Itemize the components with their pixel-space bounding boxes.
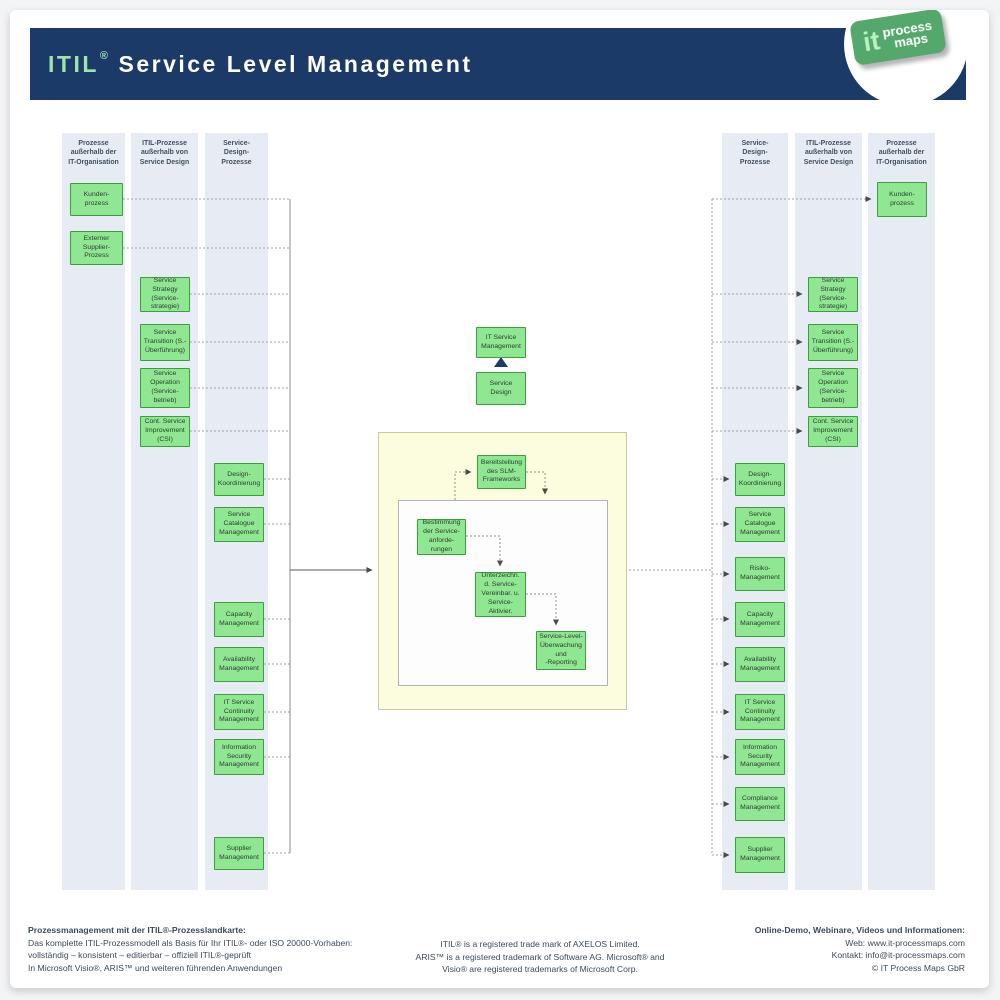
process-box-monitoring-reporting[interactable]: Service-Level- Überwachung und -Reportin… <box>536 631 586 670</box>
process-box-compliance-right[interactable]: Compliance Management <box>735 787 785 821</box>
process-box-infosec-left[interactable]: Information Security Management <box>214 739 264 775</box>
process-box-kundenprozess-right[interactable]: Kunden- prozess <box>877 182 927 217</box>
process-box-supplier-left[interactable]: Supplier Management <box>214 837 264 870</box>
process-box-itscm-right[interactable]: IT Service Continuity Management <box>735 694 785 730</box>
process-box-kundenprozess-left[interactable]: Kunden- prozess <box>70 183 123 216</box>
logo-maps-text: maps <box>893 30 929 51</box>
process-box-service-strategy-right[interactable]: Service Strategy (Service- strategie) <box>808 277 858 312</box>
header-bar <box>30 28 966 100</box>
footer-contact-heading: Online-Demo, Webinare, Videos und Inform… <box>754 925 965 935</box>
footer-left-line: Das komplette ITIL-Prozessmodell als Bas… <box>28 937 353 948</box>
process-box-service-catalogue-left[interactable]: Service Catalogue Management <box>214 507 264 542</box>
process-box-infosec-right[interactable]: Information Security Management <box>735 739 785 775</box>
footer-left-heading: Prozessmanagement mit der ITIL®-Prozessl… <box>28 925 246 935</box>
process-box-availability-right[interactable]: Availability Management <box>735 647 785 682</box>
lane-header: Prozesse außerhalb der IT-Organisation <box>68 140 119 166</box>
title-rest: Service Level Management <box>118 50 473 77</box>
footer-email-link[interactable]: Kontakt: info@it-processmaps.com <box>831 950 965 960</box>
process-box-supplier-right[interactable]: Supplier Management <box>735 837 785 873</box>
process-box-capacity-left[interactable]: Capacity Management <box>214 602 264 637</box>
footer-contact-block: Online-Demo, Webinare, Videos und Inform… <box>690 924 965 974</box>
footer-left-block: Prozessmanagement mit der ITIL®-Prozessl… <box>28 924 398 974</box>
process-box-csi-right[interactable]: Cont. Service Improvement (CSI) <box>808 416 858 447</box>
page-title: ITIL® Service Level Management <box>48 28 473 100</box>
process-box-risiko-right[interactable]: Risiko- Management <box>735 557 785 591</box>
process-box-service-strategy-left[interactable]: Service Strategy (Service- strategie) <box>140 277 190 312</box>
footer-trademark-line: ARIS™ is a registered trademark of Softw… <box>415 951 665 962</box>
process-box-itsm[interactable]: IT Service Management <box>476 327 526 358</box>
lane-header: Service- Design- Prozesse <box>739 140 771 166</box>
footer-web-link[interactable]: Web: www.it-processmaps.com <box>845 937 965 948</box>
lane-left-itil-outside: ITIL-Prozesse außerhalb von Service Desi… <box>131 133 198 890</box>
process-box-availability-left[interactable]: Availability Management <box>214 647 264 682</box>
process-box-design-koordinierung-right[interactable]: Design- Koordinierung <box>735 463 785 496</box>
up-arrow-icon <box>494 357 508 367</box>
process-box-sign-agreements[interactable]: Unterzeichn. d. Service- Vereinbar. u. S… <box>475 572 526 617</box>
lane-right-outside-org: Prozesse außerhalb der IT-Organisation <box>868 133 935 890</box>
title-itil: ITIL <box>48 50 99 77</box>
logo-it-text: it <box>860 24 882 57</box>
footer-trademark-line: ITIL® is a registered trade mark of AXEL… <box>440 939 640 949</box>
process-box-design-koordinierung-left[interactable]: Design- Koordinierung <box>214 463 264 496</box>
registered-mark: ® <box>99 50 111 62</box>
process-box-service-operation-right[interactable]: Service Operation (Service- betrieb) <box>808 368 858 408</box>
lane-header: ITIL-Prozesse außerhalb von Service Desi… <box>803 140 854 166</box>
process-box-service-requirements[interactable]: Bestimmung der Service- anforde- rungen <box>417 519 466 555</box>
process-box-service-transition-right[interactable]: Service Transition (S.- Überführung) <box>808 324 858 361</box>
process-box-capacity-right[interactable]: Capacity Management <box>735 602 785 637</box>
footer-trademark-block: ITIL® is a registered trade mark of AXEL… <box>340 938 740 976</box>
process-box-itscm-left[interactable]: IT Service Continuity Management <box>214 694 264 730</box>
lane-header: Prozesse außerhalb der IT-Organisation <box>876 140 927 166</box>
process-box-service-operation-left[interactable]: Service Operation (Service- betrieb) <box>140 368 190 408</box>
footer-copyright: © IT Process Maps GbR <box>871 962 965 973</box>
page-card: ITIL®Service Level Management it process… <box>10 10 989 988</box>
process-box-externer-supplier[interactable]: Externer Supplier- Prozess <box>70 231 123 265</box>
lane-right-itil-outside: ITIL-Prozesse außerhalb von Service Desi… <box>795 133 862 890</box>
lane-header: ITIL-Prozesse außerhalb von Service Desi… <box>139 140 190 166</box>
process-box-csi-left[interactable]: Cont. Service Improvement (CSI) <box>140 416 190 447</box>
process-box-service-catalogue-right[interactable]: Service Catalogue Management <box>735 507 785 542</box>
footer-trademark-line: Visio® are registered trademarks of Micr… <box>442 964 638 974</box>
footer-left-line: In Microsoft Visio®, ARIS™ und weiteren … <box>28 962 283 973</box>
footer-left-line: vollständig – konsistent – editierbar – … <box>28 950 252 960</box>
process-box-service-transition-left[interactable]: Service Transition (S.- Überführung) <box>140 324 190 361</box>
lane-header: Service- Design- Prozesse <box>221 140 252 166</box>
process-box-service-design[interactable]: Service Design <box>476 372 526 405</box>
process-box-slm-framework[interactable]: Bereitstellung des SLM- Frameworks <box>477 455 526 489</box>
